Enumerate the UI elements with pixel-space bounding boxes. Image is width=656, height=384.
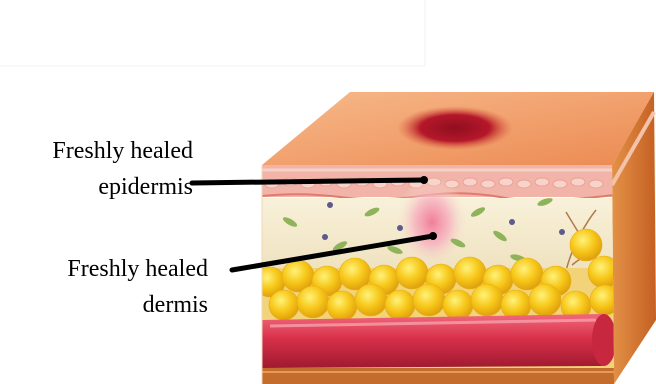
skin-front-face: [255, 165, 620, 384]
label-freshly-healed-dermis: Freshly healed dermis: [67, 251, 208, 323]
label-dermis-line1: Freshly healed: [67, 251, 208, 287]
healing-region: [396, 176, 468, 268]
label-freshly-healed-epidermis: Freshly healed epidermis: [52, 133, 193, 205]
wound-area: [397, 106, 513, 150]
callout-line-epidermis: [192, 180, 424, 183]
label-epidermis-line1: Freshly healed: [52, 133, 193, 169]
callout-dot-epidermis: [420, 176, 428, 184]
blood-vessel-end: [592, 314, 616, 366]
label-dermis-line2: dermis: [67, 287, 208, 323]
callout-dot-dermis: [429, 232, 437, 240]
label-epidermis-line2: epidermis: [52, 169, 193, 205]
base-layer: [262, 368, 614, 384]
